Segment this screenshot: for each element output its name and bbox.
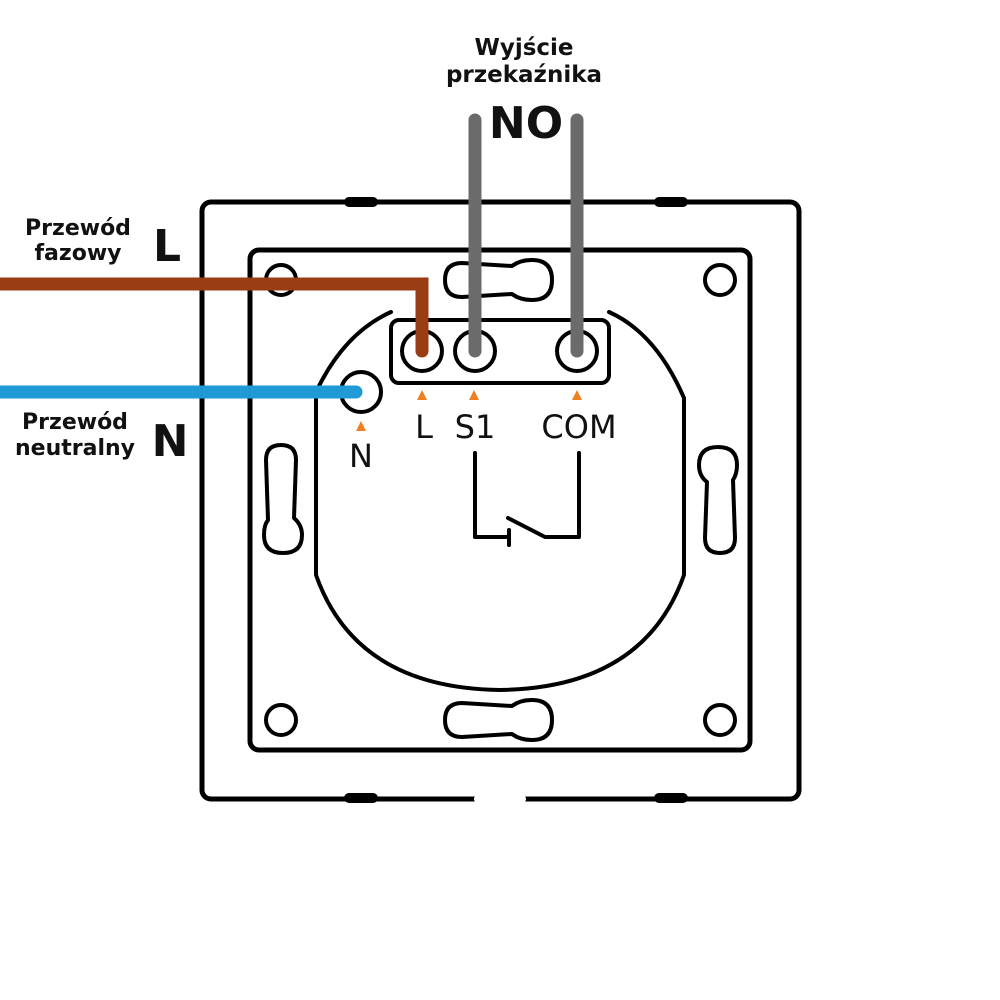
marker-L-icon (417, 390, 427, 400)
terminal-label-COM: COM (541, 408, 616, 446)
keyhole-slot-top (443, 258, 554, 302)
screw-hole-bottom-left (264, 703, 298, 737)
keyhole-slot-right (697, 445, 739, 555)
terminal-block (389, 318, 611, 385)
marker-N-icon (356, 421, 366, 431)
relay-switch-symbol (473, 451, 581, 547)
frame-gap (474, 795, 526, 803)
neutral-wire-label-line1: Przewód (22, 410, 128, 435)
phase-wire-label-line1: Przewód (25, 216, 131, 241)
frame-notch (654, 793, 688, 803)
relay-output-title-line2: przekaźnika (446, 62, 602, 88)
neutral-wire-symbol: N (152, 416, 189, 467)
terminal-label-L: L (415, 408, 433, 446)
screw-hole-top-right (703, 263, 737, 297)
keyhole-slot-bottom (443, 698, 554, 742)
neutral-wire-label-line2: neutralny (15, 436, 135, 461)
terminal-label-N: N (349, 437, 373, 475)
phase-wire (0, 277, 429, 358)
frame-notch (344, 793, 378, 803)
screw-hole-bottom-right (703, 703, 737, 737)
inner-plate (247, 247, 753, 753)
marker-COM-icon (572, 390, 582, 400)
phase-wire-label-line2: fazowy (34, 241, 121, 266)
relay-output-title-line1: Wyjście (474, 35, 573, 61)
relay-output-symbol: NO (489, 98, 563, 149)
frame-notch (344, 197, 378, 207)
keyhole-slot-left (262, 443, 304, 555)
marker-S1-icon (469, 390, 479, 400)
frame-notch (654, 197, 688, 207)
terminal-label-S1: S1 (455, 408, 496, 446)
phase-wire-symbol: L (153, 221, 181, 272)
module-body (314, 310, 686, 692)
